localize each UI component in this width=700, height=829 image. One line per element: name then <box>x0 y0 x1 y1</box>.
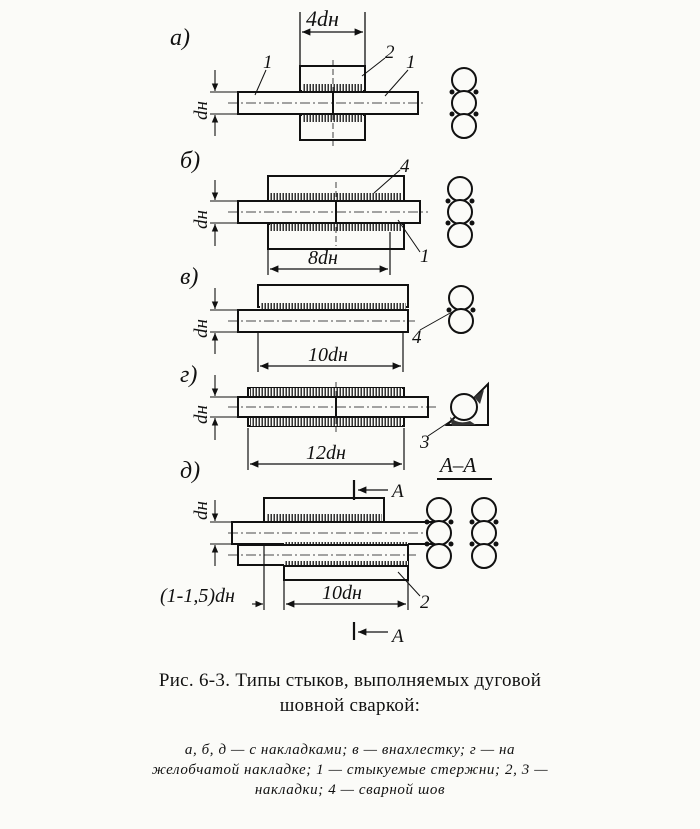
callout-label: 1 <box>406 52 416 73</box>
cross-section-v <box>446 285 476 334</box>
section-aa-left <box>424 497 454 569</box>
callout-label: 2 <box>385 42 395 63</box>
length-label-d: 10dн <box>322 582 362 604</box>
section-mark-label: A <box>390 626 404 647</box>
callout-label: 4 <box>412 327 422 348</box>
weld-seam <box>260 303 406 312</box>
weld-seam <box>250 388 402 397</box>
weld-seam <box>270 222 402 231</box>
welded-joints-figure: а) 4dн dн 1 2 1 <box>160 6 499 647</box>
length-label-a: 4dн <box>306 6 339 31</box>
cross-section-g <box>444 381 489 426</box>
cross-section-a <box>449 67 479 139</box>
length-label-b: 8dн <box>308 247 338 269</box>
weld-seam <box>302 113 363 122</box>
weld-seam <box>302 84 363 93</box>
splice-plate-bottom <box>283 565 409 581</box>
bar-diameter-label: dн <box>191 405 212 424</box>
length-label-v: 10dн <box>308 344 348 366</box>
callout-label: 2 <box>420 592 430 613</box>
callout-label: 3 <box>419 432 430 453</box>
panel-a: а) 4dн dн 1 2 1 <box>170 6 479 146</box>
section-title: А–А <box>438 453 476 477</box>
panel-b: б) dн 8dн 4 1 <box>180 148 475 275</box>
weld-seam <box>266 514 382 523</box>
panel-letter-b: б) <box>180 148 200 174</box>
callout-label: 4 <box>400 156 410 177</box>
weld-seam <box>270 193 402 202</box>
bar-diameter-label: dн <box>191 101 212 120</box>
bar-diameter-label: dн <box>191 501 212 520</box>
section-aa-right <box>469 497 499 569</box>
weld-seam <box>250 417 402 426</box>
section-mark-label: A <box>390 481 404 502</box>
panel-letter-g: г) <box>180 362 197 388</box>
offset-label: (1-1,5)dн <box>160 585 235 607</box>
length-label-g: 12dн <box>306 442 346 464</box>
figure-caption-title: Рис. 6-3. Типы стыков, выполняемых дугов… <box>158 670 542 716</box>
panel-letter-d: д) <box>180 458 200 484</box>
panel-letter-v: в) <box>180 264 198 290</box>
figure-caption-legend: а, б, д — с накладками; в — внахлестку; … <box>151 742 549 798</box>
cross-section-b <box>445 176 475 248</box>
bar-diameter-label: dн <box>191 319 212 338</box>
bar-diameter-label: dн <box>191 210 212 229</box>
panel-d: д) A A dн (1-1,5)dн 10dн 2 А–А <box>160 453 499 647</box>
callout-label: 1 <box>263 52 273 73</box>
callout-label: 1 <box>420 246 430 267</box>
panel-v: в) dн 10dн 4 <box>180 264 476 372</box>
panel-g: г) dн 12dн 3 <box>180 362 489 470</box>
panel-letter-a: а) <box>170 25 190 51</box>
